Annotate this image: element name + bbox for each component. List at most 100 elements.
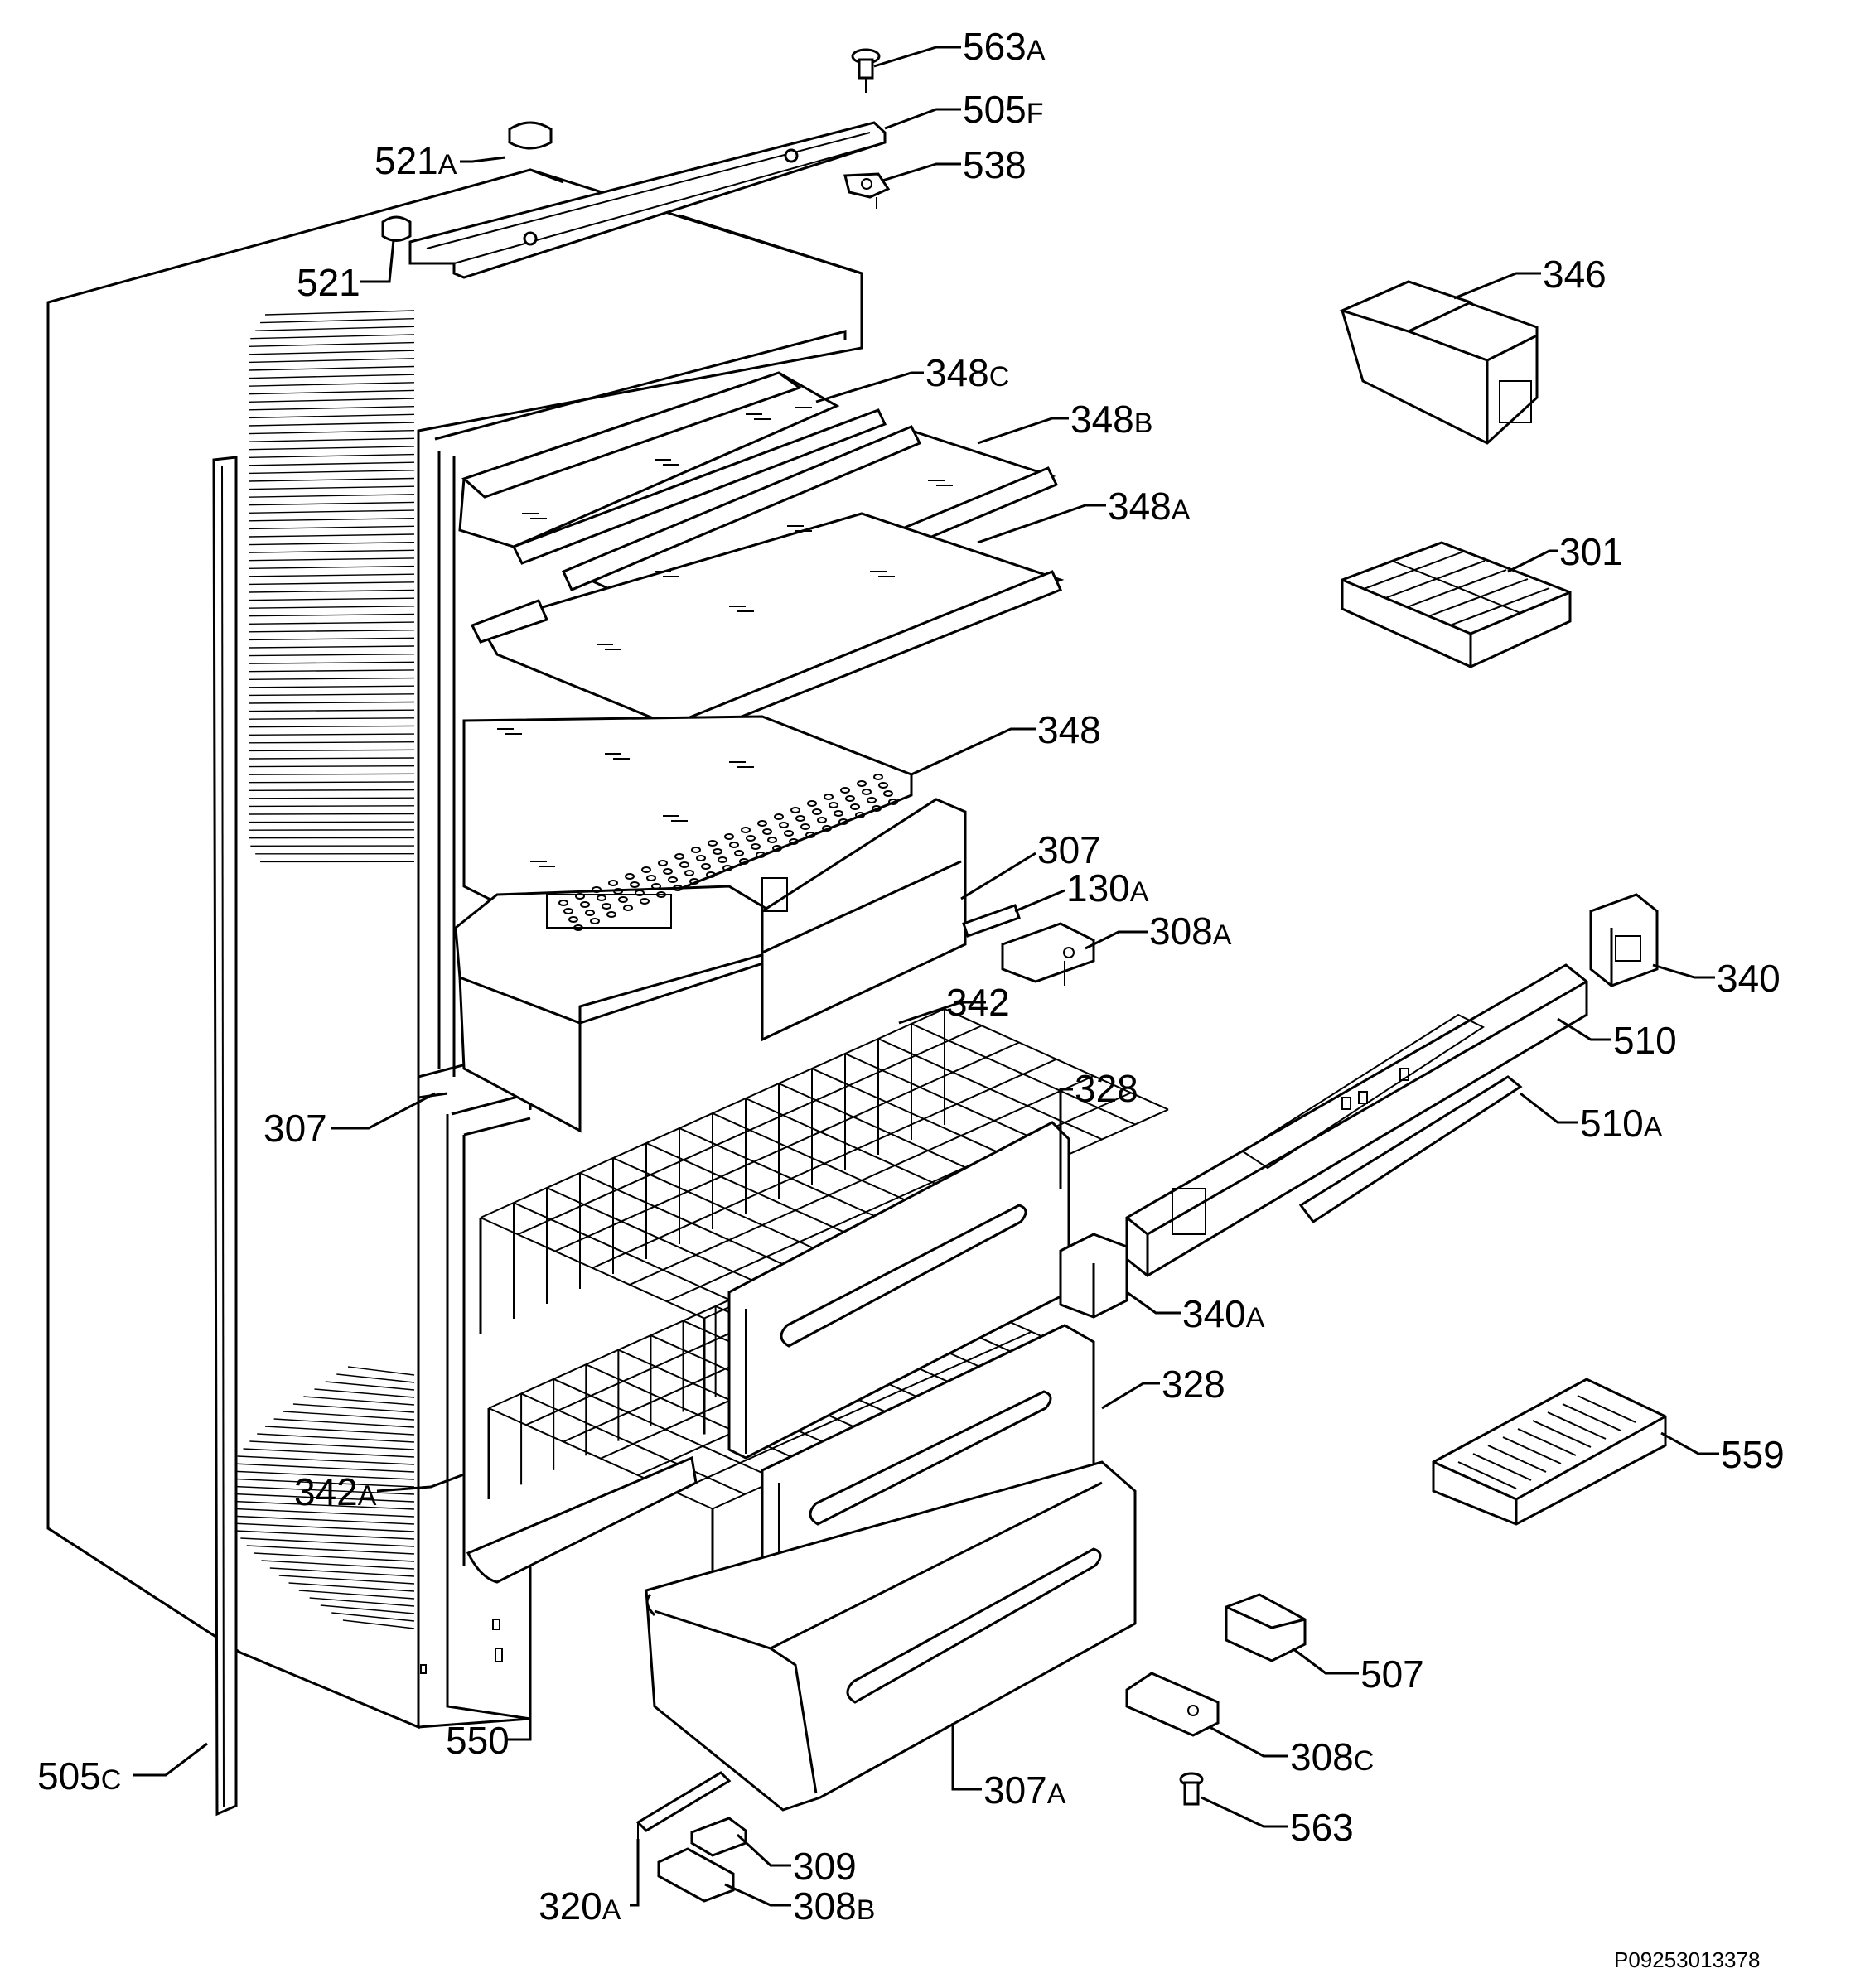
perforation-dot xyxy=(855,812,865,818)
front-strip-550 xyxy=(466,1455,698,1584)
label-307-left: 307 xyxy=(263,1107,327,1150)
drawing-stroke xyxy=(248,797,415,799)
drawing-stroke xyxy=(254,1552,415,1562)
drawing-stroke xyxy=(1457,1461,1517,1489)
label-342a: 342A xyxy=(294,1470,377,1513)
drawing-stroke xyxy=(629,1075,1094,1286)
label-510: 510 xyxy=(1613,1019,1677,1062)
drawing-stroke xyxy=(248,606,415,609)
perforation-dot xyxy=(646,875,656,881)
drawing-stroke xyxy=(257,1433,415,1443)
perforation-dot xyxy=(701,863,711,870)
clip-307-small xyxy=(962,904,1021,938)
strip-510a xyxy=(1298,1075,1523,1224)
perforation-dot xyxy=(696,855,706,861)
drawing-stroke xyxy=(248,389,415,395)
drawing-stroke xyxy=(248,413,415,419)
drawing-stroke xyxy=(309,1597,415,1607)
drawing-stroke xyxy=(1502,1436,1562,1464)
cap-340a xyxy=(1059,1233,1128,1319)
perforation-dot xyxy=(779,822,789,828)
label-308b: 308B xyxy=(793,1884,875,1928)
label-563a: 563A xyxy=(963,25,1046,68)
drawing-stroke xyxy=(248,677,415,680)
drawing-stroke xyxy=(260,317,415,324)
label-348c: 348C xyxy=(925,351,1009,394)
drawing-stroke xyxy=(325,1381,415,1391)
control-panel-510 xyxy=(1125,963,1588,1277)
perforation-dot xyxy=(834,810,843,817)
perforation-dot xyxy=(674,853,684,860)
label-307-top: 307 xyxy=(1037,828,1101,871)
drawing-stroke xyxy=(303,1396,415,1406)
drawing-stroke xyxy=(232,1463,415,1473)
drawing-stroke xyxy=(248,573,415,577)
drawing-stroke xyxy=(249,1440,415,1450)
label-521: 521 xyxy=(297,261,360,304)
drawing-stroke xyxy=(248,709,415,712)
part-507 xyxy=(1225,1593,1307,1662)
perforation-dot xyxy=(807,800,817,807)
perforation-dot xyxy=(673,885,683,891)
perforation-dot xyxy=(618,896,628,903)
perforation-dot xyxy=(751,843,761,850)
drawing-stroke xyxy=(240,1537,415,1547)
label-328-bottom: 328 xyxy=(1162,1363,1225,1406)
perforation-dot xyxy=(812,808,822,815)
label-348b: 348B xyxy=(1070,398,1152,441)
perforation-dot xyxy=(872,805,882,812)
drawing-stroke xyxy=(336,1373,415,1383)
drawing-stroke xyxy=(288,1582,415,1592)
drawing-stroke xyxy=(248,637,415,641)
drawing-stroke xyxy=(248,789,415,791)
perforation-dot xyxy=(739,858,749,865)
perforation-dot xyxy=(592,886,602,893)
drawing-stroke xyxy=(248,765,415,768)
drawing-stroke xyxy=(248,358,415,364)
drawing-stroke xyxy=(273,1418,415,1428)
drawing-stroke xyxy=(248,597,415,601)
drawing-stroke xyxy=(292,1403,415,1413)
drawing-stroke xyxy=(248,422,415,427)
drawing-stroke xyxy=(237,1455,415,1465)
drawing-stroke xyxy=(674,1330,1032,1493)
drawing-stroke xyxy=(248,429,415,435)
cabinet-body xyxy=(46,168,863,1730)
label-340: 340 xyxy=(1717,957,1781,1000)
drawing-stroke xyxy=(225,1508,415,1518)
drawing-stroke xyxy=(1449,587,1550,626)
label-559: 559 xyxy=(1721,1433,1785,1476)
drawing-stroke xyxy=(248,669,415,673)
perforation-dot xyxy=(568,916,578,923)
drawing-stroke xyxy=(261,1560,415,1570)
door-seal-strip xyxy=(212,456,238,1817)
perforation-dot xyxy=(762,828,772,835)
drawing-stroke xyxy=(230,1522,415,1532)
reference-code: P09253013378 xyxy=(1614,1947,1760,1972)
perforation-dot xyxy=(575,893,585,900)
perforation-dot xyxy=(862,789,872,795)
drawing-stroke xyxy=(592,1058,1057,1269)
perforation-dot xyxy=(817,817,827,823)
perforation-dot xyxy=(563,908,573,914)
drawing-stroke xyxy=(264,310,415,316)
perforation-dot xyxy=(713,848,722,855)
perforation-dot xyxy=(790,807,800,813)
label-307a: 307A xyxy=(983,1768,1066,1812)
drawing-stroke xyxy=(248,630,415,633)
drawing-stroke xyxy=(255,326,415,331)
label-505f: 505F xyxy=(963,88,1044,131)
label-301: 301 xyxy=(1559,530,1623,573)
drawing-stroke xyxy=(224,1500,415,1510)
drawing-stroke xyxy=(248,406,415,411)
drawing-stroke xyxy=(554,1041,1020,1252)
ice-tray-cells xyxy=(1363,551,1550,626)
drawer-307a xyxy=(645,1460,1137,1812)
label-340a: 340A xyxy=(1182,1292,1265,1335)
drawing-stroke xyxy=(314,1388,415,1398)
perforation-dot xyxy=(784,830,794,837)
cap-521a xyxy=(508,121,553,150)
perforation-dot xyxy=(691,847,701,853)
perforation-dot xyxy=(878,782,888,789)
drawing-stroke xyxy=(248,733,415,736)
